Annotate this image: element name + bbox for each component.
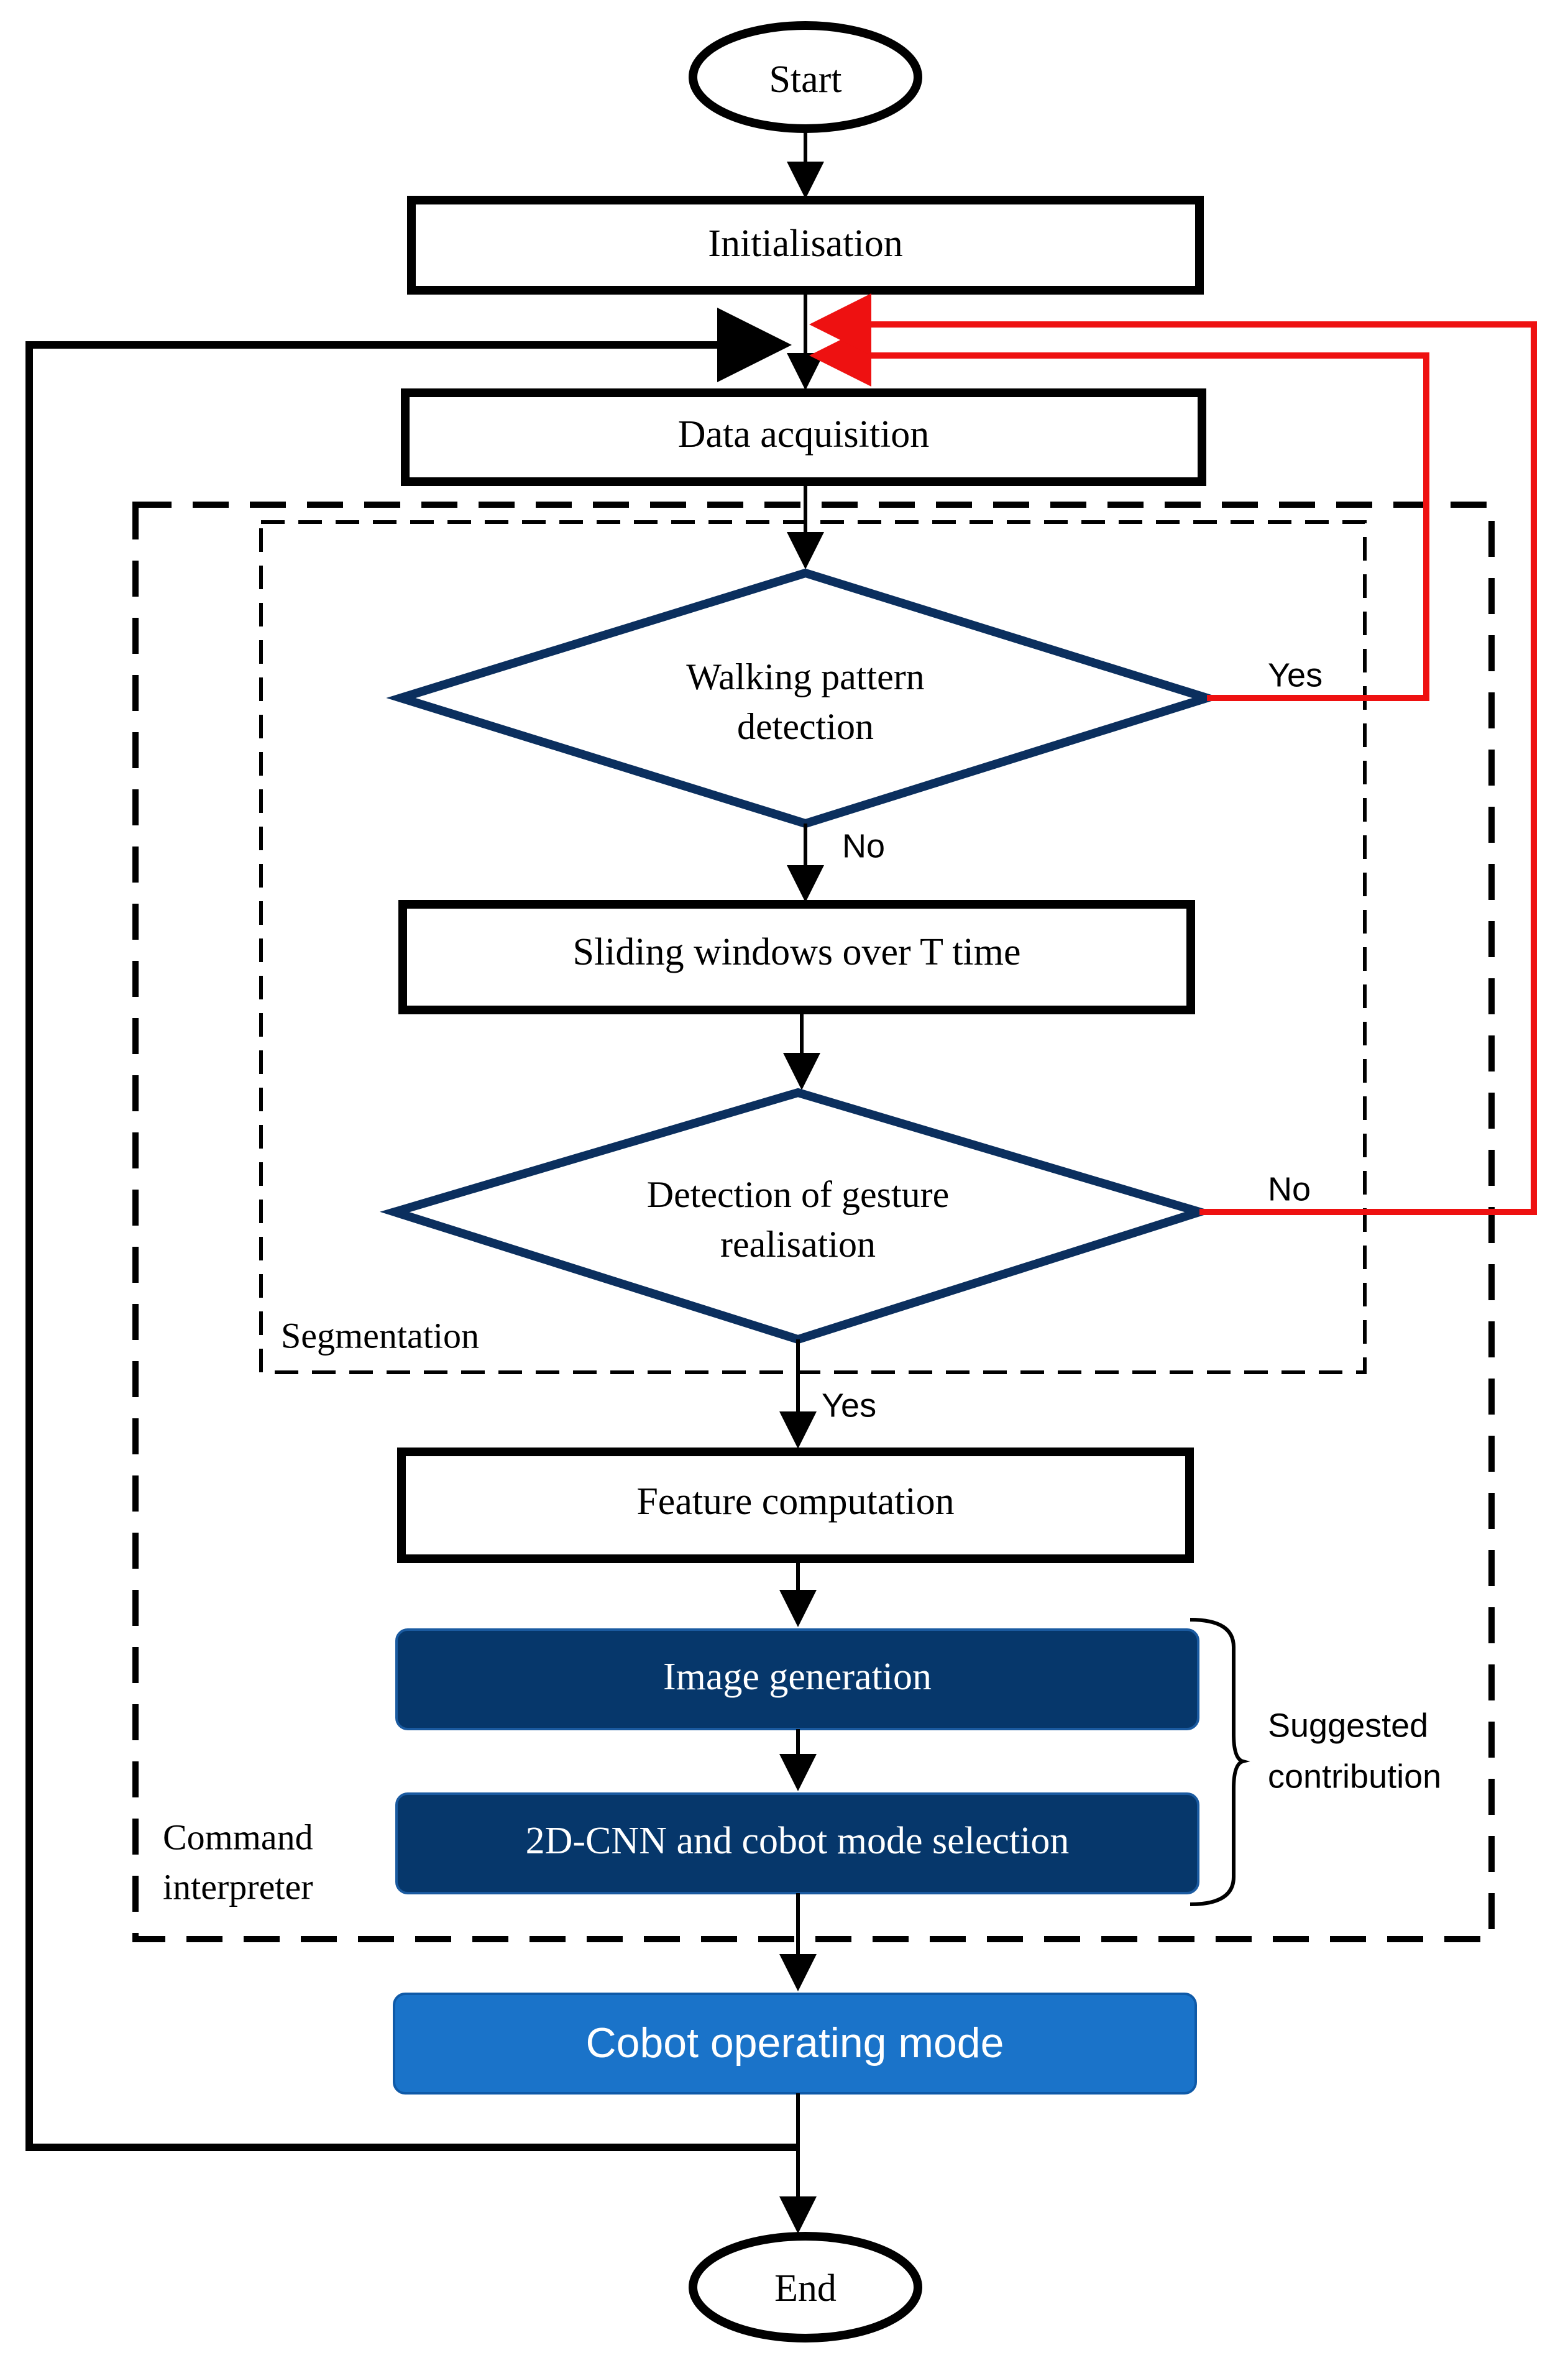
gesture-no-label: No <box>1268 1170 1311 1208</box>
sliding-windows-label: Sliding windows over T time <box>572 931 1020 973</box>
gesture-detection-label-line1: Detection of gesture <box>647 1174 949 1215</box>
initialisation-label: Initialisation <box>708 223 902 265</box>
segmentation-group <box>259 520 1367 1374</box>
cobot-operating-mode-box <box>393 1993 1197 2095</box>
image-generation-label: Image generation <box>663 1656 932 1698</box>
data-acquisition-label: Data acquisition <box>678 413 930 456</box>
walking-pattern-decision <box>386 568 1222 828</box>
command-interpreter-label-line1: Command <box>163 1817 313 1857</box>
sliding-windows-box <box>398 900 1195 1014</box>
feedback-loop-line <box>25 308 798 2151</box>
suggested-contribution-brace <box>1190 1618 1250 1906</box>
suggested-label-line1: Suggested <box>1268 1707 1428 1744</box>
gesture-yes-label: Yes <box>822 1387 876 1424</box>
gesture-detection-label-line2: realisation <box>720 1224 876 1265</box>
end-label: End <box>774 2267 837 2310</box>
data-acquisition-box <box>401 388 1206 486</box>
walking-yes-loop <box>809 324 1429 701</box>
walking-pattern-label-line1: Walking pattern <box>686 656 924 697</box>
cnn-selection-label: 2D-CNN and cobot mode selection <box>526 1820 1070 1862</box>
command-interpreter-label-line2: interpreter <box>163 1866 313 1907</box>
start-label: Start <box>769 58 841 101</box>
cobot-operating-mode-label: Cobot operating mode <box>586 2019 1004 2067</box>
gesture-detection-decision <box>380 1088 1214 1344</box>
end-node <box>689 2232 922 2342</box>
walking-pattern-label-line2: detection <box>737 706 874 747</box>
walking-yes-label: Yes <box>1268 656 1323 694</box>
suggested-label-line2: contribution <box>1268 1758 1441 1795</box>
gesture-no-loop <box>809 293 1537 1215</box>
walking-no-label: No <box>842 827 885 865</box>
segmentation-label: Segmentation <box>281 1315 479 1356</box>
command-interpreter-group <box>132 502 1495 1942</box>
feature-computation-box <box>397 1448 1194 1563</box>
feature-computation-label: Feature computation <box>636 1480 954 1523</box>
